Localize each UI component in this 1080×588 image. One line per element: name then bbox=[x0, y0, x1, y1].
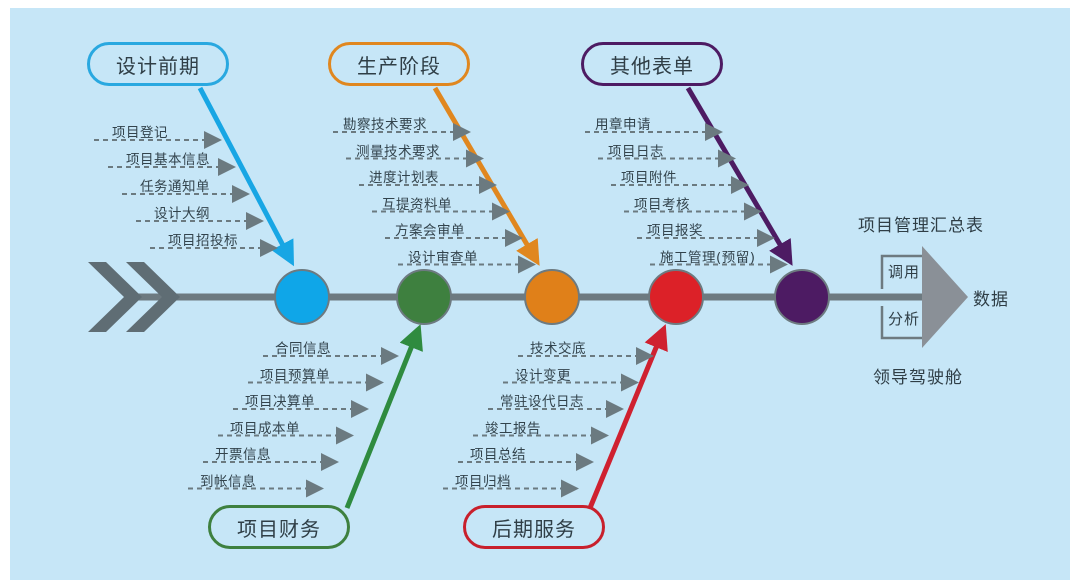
node-production[interactable] bbox=[524, 269, 580, 325]
item-label: 项目附件 bbox=[621, 170, 677, 186]
item-label: 竣工报告 bbox=[485, 420, 541, 437]
pill-after-service-label: 后期服务 bbox=[492, 516, 576, 541]
item-label: 设计审查单 bbox=[408, 249, 478, 266]
item-label: 进度计划表 bbox=[369, 170, 439, 186]
pill-design-pre[interactable]: 设计前期 bbox=[87, 42, 229, 86]
item-label: 项目基本信息 bbox=[126, 152, 210, 168]
summary-big-arrow bbox=[922, 246, 968, 348]
item-label: 项目报奖 bbox=[647, 223, 703, 239]
item-label: 互提资料单 bbox=[382, 196, 452, 213]
item-label: 设计大纲 bbox=[154, 206, 210, 222]
item-label: 项目日志 bbox=[608, 143, 664, 160]
node-design-pre[interactable] bbox=[274, 269, 330, 325]
item-label: 方案会审单 bbox=[395, 223, 465, 239]
node-finance[interactable] bbox=[396, 269, 452, 325]
node-after-service[interactable] bbox=[648, 269, 704, 325]
summary-title: 项目管理汇总表 bbox=[858, 216, 984, 236]
item-label: 开票信息 bbox=[215, 447, 271, 463]
item-label: 项目登记 bbox=[112, 125, 168, 141]
pill-production[interactable]: 生产阶段 bbox=[328, 42, 470, 86]
item-label: 项目预算单 bbox=[260, 367, 330, 384]
item-label: 项目招投标 bbox=[168, 233, 238, 249]
pill-finance[interactable]: 项目财务 bbox=[208, 505, 350, 549]
left-chevron-icons bbox=[88, 262, 180, 332]
item-label: 测量技术要求 bbox=[356, 143, 440, 160]
summary-output-label: 数据 bbox=[973, 290, 1009, 310]
node-other-forms[interactable] bbox=[774, 269, 830, 325]
pill-after-service[interactable]: 后期服务 bbox=[463, 505, 605, 549]
pill-design-pre-label: 设计前期 bbox=[116, 53, 200, 78]
item-label: 项目决算单 bbox=[245, 394, 315, 410]
item-label: 勘察技术要求 bbox=[343, 117, 427, 133]
item-label: 项目考核 bbox=[634, 196, 690, 213]
pill-other-forms[interactable]: 其他表单 bbox=[581, 42, 723, 86]
item-label: 项目归档 bbox=[455, 473, 511, 490]
item-label: 项目成本单 bbox=[230, 420, 300, 437]
item-label: 技术交底 bbox=[530, 341, 586, 357]
item-label: 到帐信息 bbox=[200, 473, 256, 490]
connector-after-service bbox=[587, 324, 668, 509]
item-label: 用章申请 bbox=[595, 117, 651, 133]
pill-production-label: 生产阶段 bbox=[357, 53, 441, 78]
summary-lower-label: 分析 bbox=[888, 310, 921, 328]
item-label: 项目总结 bbox=[470, 447, 526, 463]
item-label: 施工管理(预留) bbox=[660, 249, 756, 266]
connector-finance bbox=[344, 324, 423, 509]
summary-footer: 领导驾驶舱 bbox=[873, 368, 963, 388]
item-label: 设计变更 bbox=[515, 367, 571, 384]
item-label: 合同信息 bbox=[275, 341, 331, 357]
item-label: 常驻设代日志 bbox=[500, 394, 584, 410]
summary-upper-label: 调用 bbox=[888, 263, 921, 281]
pill-other-forms-label: 其他表单 bbox=[610, 53, 694, 78]
item-label: 任务通知单 bbox=[140, 179, 210, 195]
pill-finance-label: 项目财务 bbox=[237, 516, 321, 541]
diagram-board: 设计前期 生产阶段 其他表单 项目财务 后期服务 项目登记项目基本信息任务通知单… bbox=[10, 8, 1070, 580]
